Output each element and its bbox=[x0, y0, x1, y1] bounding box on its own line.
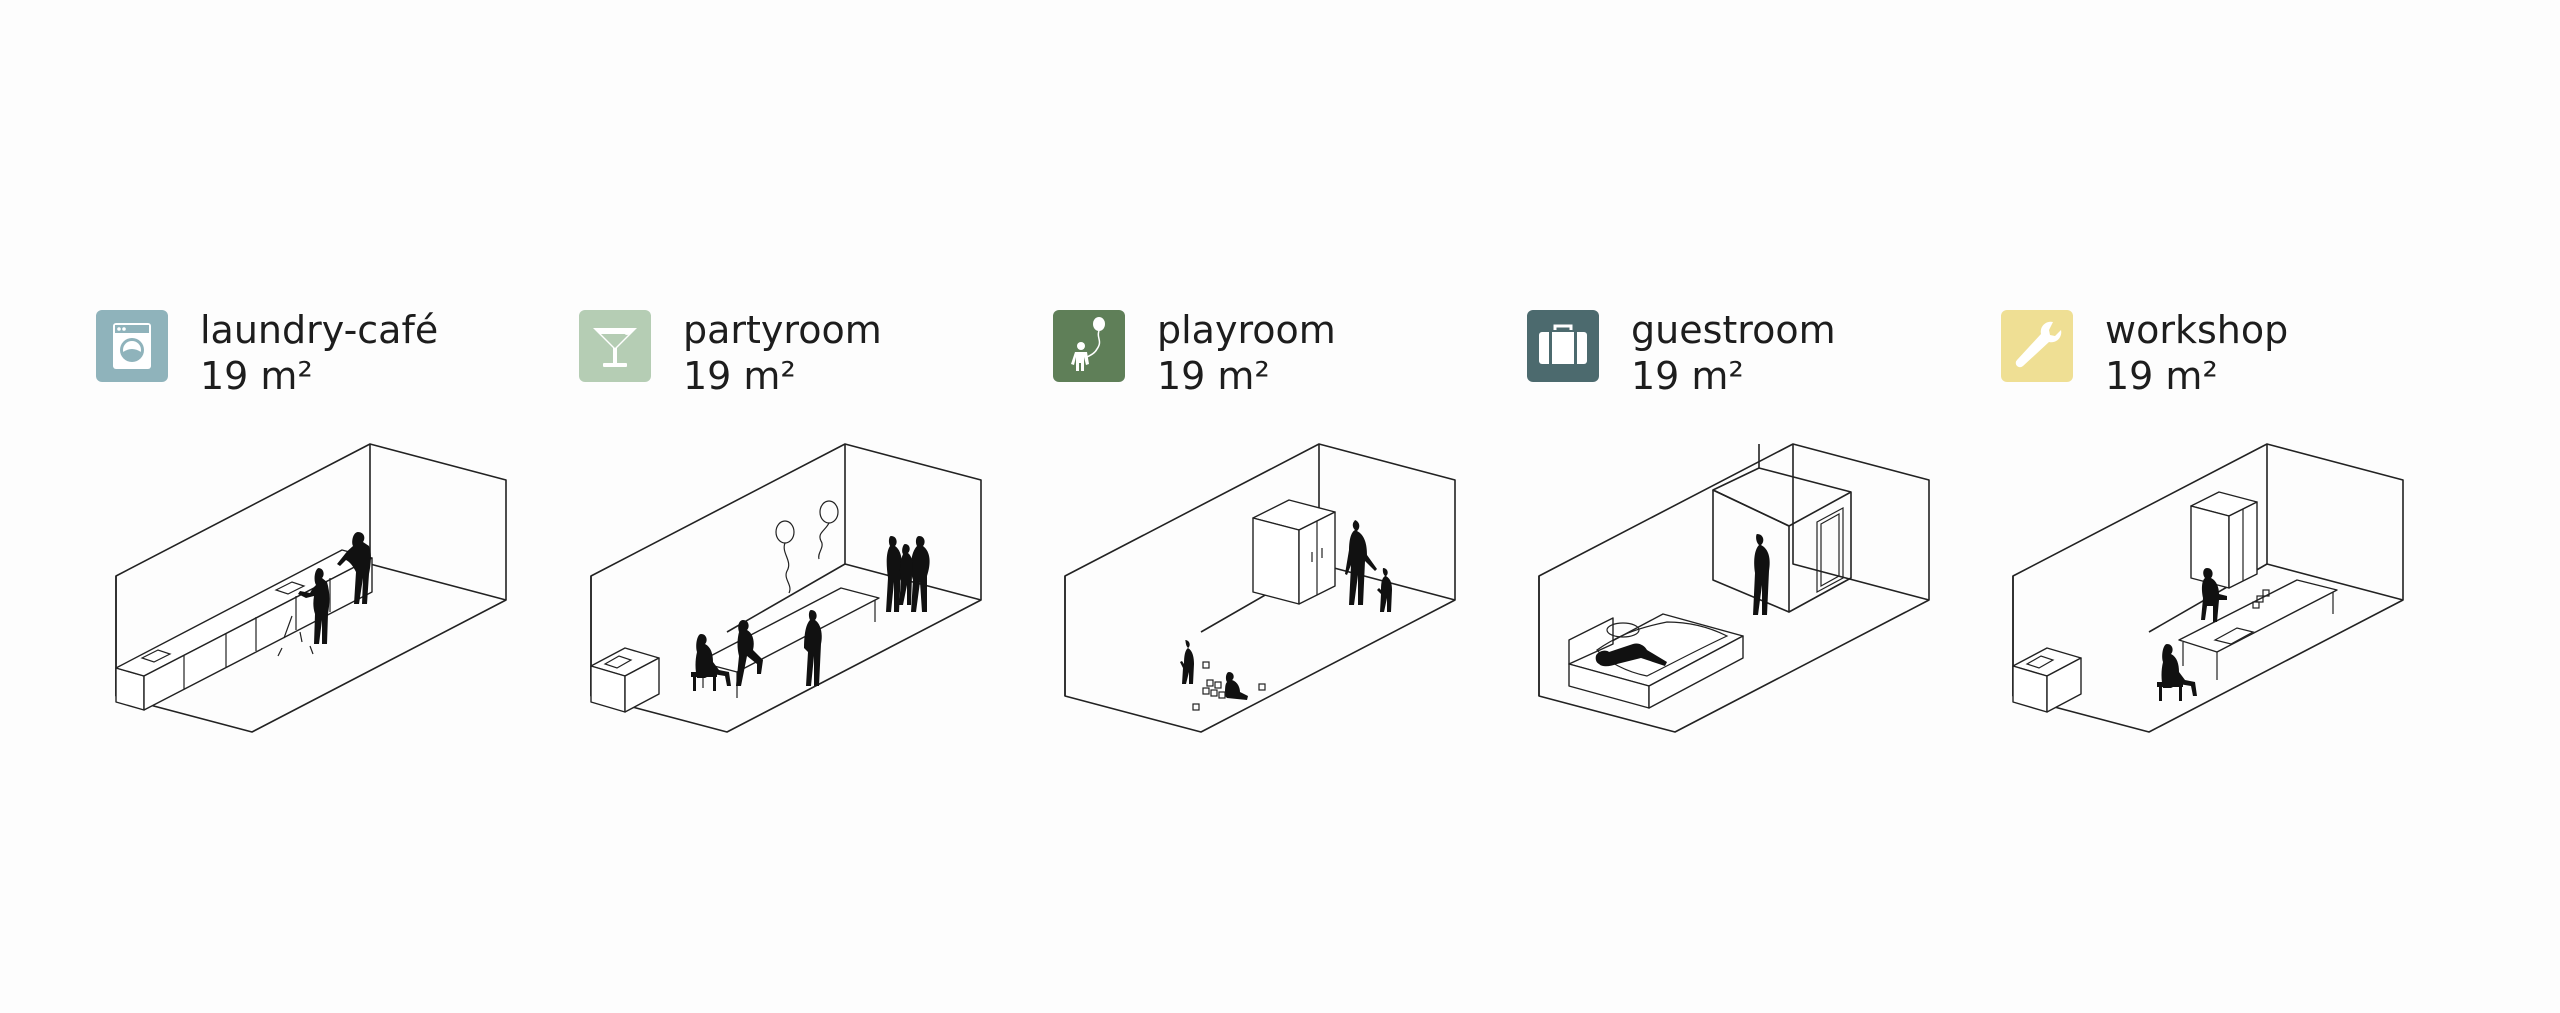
room-playroom: playroom 19 m² bbox=[1053, 308, 1533, 768]
room-workshop: workshop 19 m² bbox=[2001, 308, 2481, 768]
room-guestroom: guestroom 19 m² bbox=[1527, 308, 2007, 768]
room-area: 19 m² bbox=[1631, 354, 1744, 398]
room-area: 19 m² bbox=[1157, 354, 1270, 398]
room-area: 19 m² bbox=[2105, 354, 2218, 398]
room-name: partyroom bbox=[683, 308, 882, 352]
cocktail-glass-icon bbox=[579, 310, 651, 382]
isometric-room-drawing bbox=[1527, 440, 2007, 760]
isometric-room-drawing bbox=[96, 440, 576, 760]
room-name: workshop bbox=[2105, 308, 2289, 352]
room-name: playroom bbox=[1157, 308, 1336, 352]
child-balloon-icon bbox=[1053, 310, 1125, 382]
room-name: laundry-café bbox=[200, 308, 439, 352]
suitcase-icon bbox=[1527, 310, 1599, 382]
room-laundry-cafe: laundry-café 19 m² bbox=[96, 308, 576, 768]
isometric-room-drawing bbox=[579, 440, 1059, 760]
room-area: 19 m² bbox=[683, 354, 796, 398]
room-area: 19 m² bbox=[200, 354, 313, 398]
isometric-room-drawing bbox=[1053, 440, 1533, 760]
room-name: guestroom bbox=[1631, 308, 1836, 352]
room-partyroom: partyroom 19 m² bbox=[579, 308, 1059, 768]
wrench-icon bbox=[2001, 310, 2073, 382]
washing-machine-icon bbox=[96, 310, 168, 382]
isometric-room-drawing bbox=[2001, 440, 2481, 760]
